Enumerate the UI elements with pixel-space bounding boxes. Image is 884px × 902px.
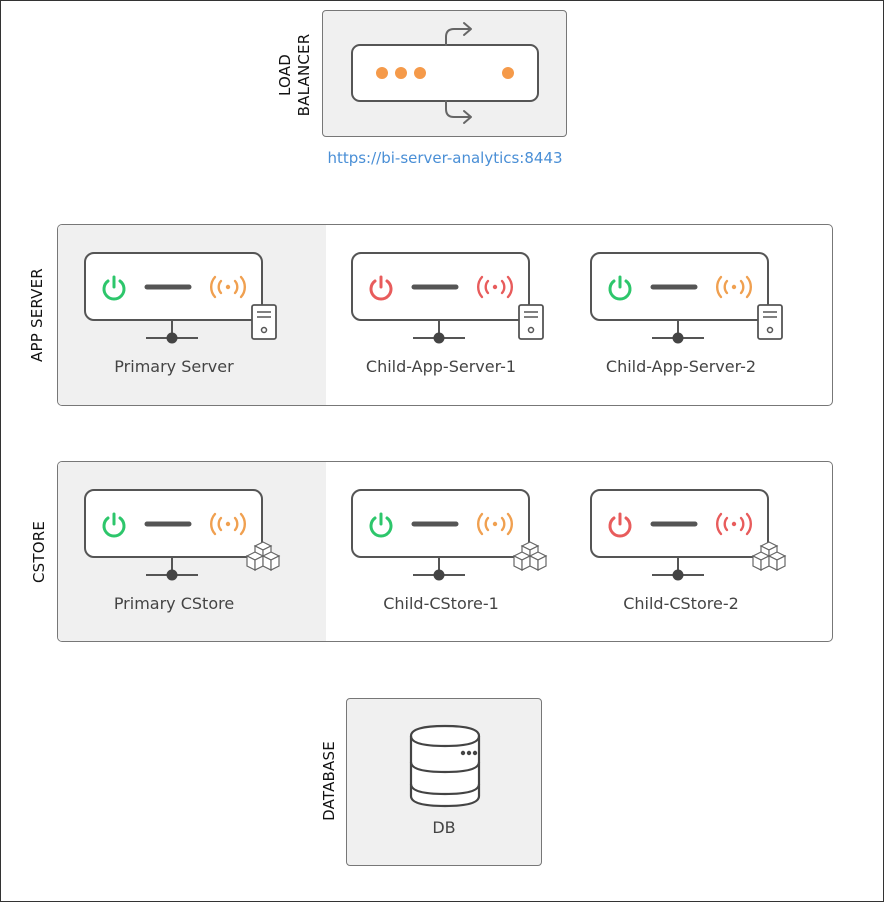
load-balancer-light-3 bbox=[414, 67, 426, 79]
app-server-node-3[interactable] bbox=[590, 252, 783, 344]
load-balancer-url[interactable]: https://bi-server-analytics:8443 bbox=[327, 149, 563, 167]
load-balancer-device bbox=[351, 22, 539, 124]
cstore-node-1[interactable] bbox=[84, 489, 281, 581]
arrow-in-icon bbox=[445, 100, 472, 124]
load-balancer-light-1 bbox=[376, 67, 388, 79]
server-tower-icon bbox=[757, 304, 783, 340]
server-tower-icon bbox=[518, 304, 544, 340]
cubes-icon bbox=[512, 541, 548, 571]
cstore-node-label-1[interactable]: Primary CStore bbox=[113, 594, 235, 613]
network-node-dot bbox=[433, 332, 445, 344]
cubes-icon bbox=[245, 541, 281, 571]
database-name[interactable]: DB bbox=[432, 818, 456, 837]
power-icon bbox=[102, 275, 126, 301]
server-tower-icon bbox=[251, 304, 277, 340]
signal-icon bbox=[210, 512, 246, 536]
power-icon bbox=[608, 275, 632, 301]
signal-icon bbox=[716, 275, 752, 299]
signal-icon bbox=[477, 512, 513, 536]
app-node-label-3[interactable]: Child-App-Server-2 bbox=[605, 357, 757, 376]
app-server-node-1[interactable] bbox=[84, 252, 277, 344]
signal-icon bbox=[210, 275, 246, 299]
database-icon bbox=[409, 724, 481, 808]
signal-icon bbox=[477, 275, 513, 299]
signal-icon bbox=[716, 512, 752, 536]
power-icon bbox=[102, 512, 126, 538]
power-icon bbox=[608, 512, 632, 538]
network-node-dot bbox=[672, 569, 684, 581]
arrow-out-icon bbox=[445, 22, 472, 46]
cstore-node-label-3[interactable]: Child-CStore-2 bbox=[623, 594, 739, 613]
network-node-dot bbox=[166, 332, 178, 344]
app-server-node-2[interactable] bbox=[351, 252, 544, 344]
app-node-label-1[interactable]: Primary Server bbox=[114, 357, 234, 376]
cubes-icon bbox=[751, 541, 787, 571]
power-icon bbox=[369, 275, 393, 301]
cstore-node-label-2[interactable]: Child-CStore-1 bbox=[383, 594, 499, 613]
network-node-dot bbox=[433, 569, 445, 581]
cstore-node-2[interactable] bbox=[351, 489, 548, 581]
power-icon bbox=[369, 512, 393, 538]
database-section-label: DATABASE bbox=[320, 741, 338, 821]
app-node-label-2[interactable]: Child-App-Server-1 bbox=[365, 357, 517, 376]
cstore-node-3[interactable] bbox=[590, 489, 787, 581]
load-balancer-light-2 bbox=[395, 67, 407, 79]
network-node-dot bbox=[166, 569, 178, 581]
load-balancer-light-4 bbox=[502, 67, 514, 79]
network-node-dot bbox=[672, 332, 684, 344]
